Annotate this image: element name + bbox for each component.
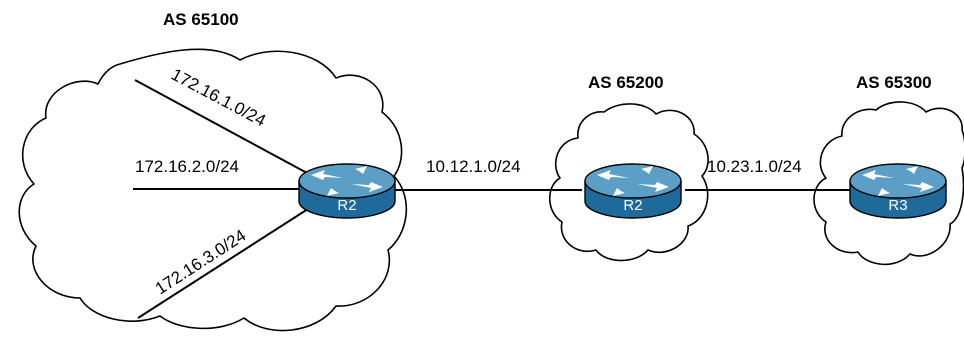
as-label: AS 65100 [163,10,239,29]
router-label: R3 [888,197,907,214]
router-label: R2 [623,197,642,214]
router-r2-as65200[interactable]: R2 [584,163,682,219]
network-label: 10.23.1.0/24 [707,157,802,176]
network-label: 172.16.2.0/24 [135,157,239,176]
router-label: R2 [337,197,356,214]
router-r3-as65300[interactable]: R3 [849,163,947,219]
router-r2-as65100[interactable]: R2 [298,163,396,219]
as-label: AS 65300 [856,73,932,92]
link-172-16-3 [137,199,323,319]
as-label: AS 65200 [588,73,664,92]
network-label: 10.12.1.0/24 [426,157,521,176]
link-172-16-1 [134,79,321,181]
